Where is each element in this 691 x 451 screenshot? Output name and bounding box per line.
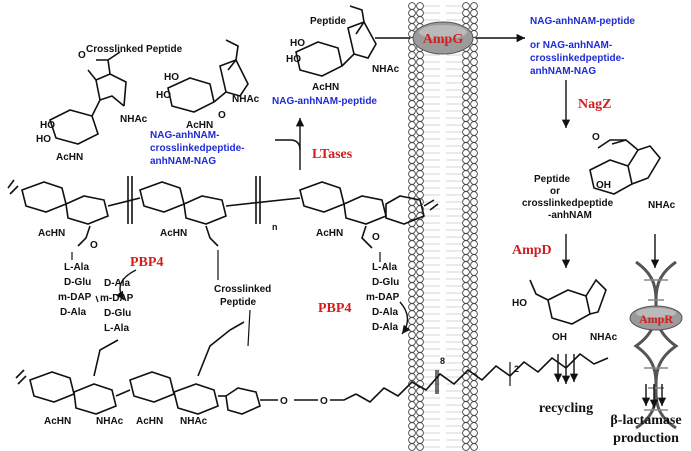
ho-label: HO	[512, 298, 527, 309]
ho-label: HO	[36, 134, 51, 145]
nagz-label: NagZ	[578, 97, 611, 112]
crosslinkedpeptide-label: crosslinkedpeptide	[522, 198, 614, 209]
nhac-label: NHAc	[590, 332, 618, 343]
lactamase-arrows	[641, 384, 667, 408]
structure-anhnam-peptide: O OH NHAc	[589, 132, 676, 211]
right-product-line2: or NAG-anhNAM-	[530, 40, 612, 51]
crosslink-line-2	[247, 309, 251, 347]
cell-membrane	[408, 2, 478, 451]
nhac-label: NHAc	[372, 64, 400, 75]
peptide-cross-3: L-Ala	[104, 323, 129, 334]
peptide-left-2: m-DAP	[58, 292, 92, 303]
achn-label: AcHN	[56, 152, 83, 163]
two-label: 2	[514, 364, 519, 374]
dna-helix	[633, 260, 679, 430]
right-product-line4: anhNAM-NAG	[530, 66, 596, 77]
ho-label: HO	[164, 72, 179, 83]
pbp4-right-label: PBP4	[318, 301, 351, 316]
achn-label: AcHN	[136, 416, 163, 427]
beta-lactamase-label: β-lactamase	[610, 413, 681, 428]
peptide-cross-0: D-Ala	[104, 278, 131, 289]
ampg-label: AmpG	[423, 32, 464, 47]
peptide-right-3: D-Ala	[372, 307, 399, 318]
peptide-right-0: L-Ala	[372, 262, 397, 273]
ho-label: HO	[156, 90, 171, 101]
achn-label: AcHN	[312, 82, 339, 93]
product-crosslinked-line2: crosslinkedpeptide-	[150, 143, 244, 154]
recycling-label: recycling	[539, 401, 593, 416]
peptide-chain-crosslink: D-Ala m-DAP D-Glu L-Ala	[95, 278, 134, 334]
product-crosslinked-line3: anhNAM-NAG	[150, 156, 216, 167]
peptide-right-4: D-Ala	[372, 322, 399, 333]
o-label: O	[320, 396, 328, 407]
ho-label: HO	[286, 54, 301, 65]
peptide-chain-right: L-Ala D-Glu m-DAP D-Ala D-Ala	[366, 252, 400, 333]
peptide-right-1: D-Glu	[372, 277, 399, 288]
o-label: O	[592, 132, 600, 143]
ampr-protein: AmpR	[629, 305, 683, 331]
or-label: or	[550, 186, 560, 197]
o-label: O	[280, 396, 288, 407]
o-label: O	[90, 240, 98, 251]
achn-label: AcHN	[160, 228, 187, 239]
peptide-left-1: D-Glu	[64, 277, 91, 288]
crosslinked-peptide-label: Crosslinked Peptide	[86, 44, 183, 55]
peptide-cross-2: D-Glu	[104, 308, 131, 319]
achn-label: AcHN	[38, 228, 65, 239]
nhac-label: NHAc	[648, 200, 676, 211]
pbp4-left-arrow	[115, 269, 137, 301]
peptide-left-0: L-Ala	[64, 262, 89, 273]
nhac-label: NHAc	[180, 416, 208, 427]
peptide-right-2: m-DAP	[366, 292, 400, 303]
oh-label: OH	[552, 332, 567, 343]
peptide-chain-left: L-Ala D-Glu m-DAP D-Ala	[58, 252, 92, 318]
achn-label: AcHN	[316, 228, 343, 239]
peptide-left-3: D-Ala	[60, 307, 87, 318]
structure-nag-anhnam-peptide: Peptide HO HO AcHN NHAc	[286, 5, 400, 93]
ltases-stem	[275, 139, 301, 170]
ltases-label: LTases	[312, 147, 353, 162]
ampd-label: AmpD	[512, 243, 552, 258]
achn-label: AcHN	[44, 416, 71, 427]
peptide-top-label: Peptide	[310, 16, 347, 27]
production-label: production	[613, 431, 679, 446]
product-nag-anhnam-peptide: NAG-anhNAM-peptide	[272, 96, 377, 107]
structure-anhmurnac: HO OH NHAc	[512, 278, 618, 343]
right-product-line3: crosslinkedpeptide-	[530, 53, 624, 64]
o-label: O	[78, 50, 86, 61]
right-product-line1: NAG-anhNAM-peptide	[530, 16, 635, 27]
nhac-label: NHAc	[232, 94, 260, 105]
crosslinked-mid-1: Crosslinked	[214, 284, 271, 295]
pbp4-right-arrow	[399, 301, 411, 335]
ampr-label: AmpR	[639, 312, 673, 326]
o-label: O	[218, 110, 226, 121]
ho-label: HO	[290, 38, 305, 49]
o-label: O	[372, 232, 380, 243]
ho-label: HO	[40, 120, 55, 131]
oh-label: OH	[596, 180, 611, 191]
peptide-cross-1: m-DAP	[100, 293, 134, 304]
n-label: n	[272, 222, 278, 232]
pbp4-left-label: PBP4	[130, 255, 163, 270]
anhnam-label: -anhNAM	[548, 210, 592, 221]
peptide-right-label: Peptide	[534, 174, 571, 185]
lipid-ii-chain	[15, 321, 609, 415]
structure-crosslinked-dimer: O Crosslinked Peptide NHAc HO HO AcHN HO…	[36, 39, 260, 163]
peptidoglycan-chain	[7, 176, 439, 249]
ampg-transporter: AmpG	[412, 21, 474, 55]
eight-label: 8	[440, 356, 445, 366]
nhac-label: NHAc	[120, 114, 148, 125]
achn-label: AcHN	[186, 120, 213, 131]
nhac-label: NHAc	[96, 416, 124, 427]
product-crosslinked-line1: NAG-anhNAM-	[150, 130, 219, 141]
crosslinked-mid-2: Peptide	[220, 297, 257, 308]
recycling-arrows	[553, 354, 579, 384]
